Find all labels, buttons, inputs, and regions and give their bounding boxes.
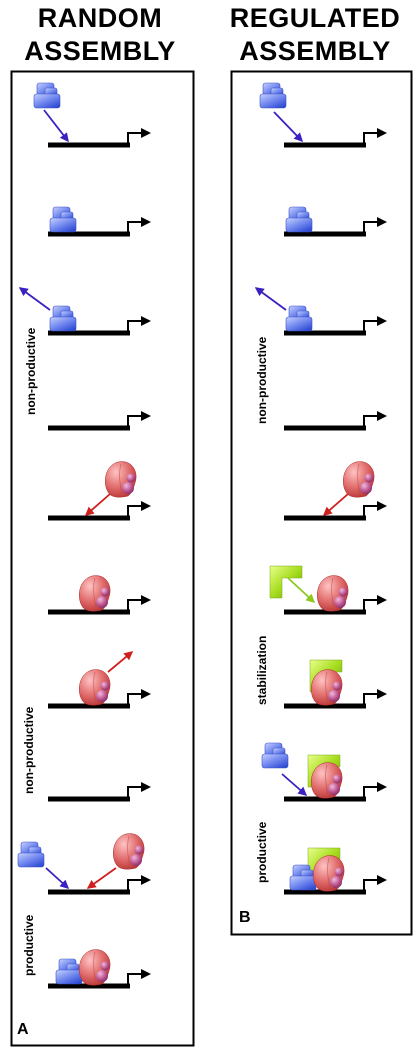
title-random-assembly: RANDOM ASSEMBLY [0, 2, 200, 68]
label-a-non-productive-1: non-productive [24, 327, 38, 415]
blue-complex-a-row10 [55, 958, 83, 985]
green-factor-b-row6 [269, 565, 303, 599]
red-complex-b-row9 [312, 855, 345, 892]
label-b-stabilization: stabilization [255, 636, 269, 705]
red-complex-a-row7 [78, 669, 111, 706]
blue-arrow-a-row1 [43, 109, 69, 143]
blue-complex-b-row1 [259, 82, 287, 109]
blue-complex-a-row1 [33, 82, 61, 109]
blue-complex-a-row9 [17, 841, 45, 868]
panel-b-frame [230, 70, 413, 936]
red-complex-b-row6 [316, 575, 349, 612]
label-b-productive: productive [255, 821, 269, 883]
red-arrow-b-row5 [322, 493, 349, 516]
red-arrow-a-row9 [86, 867, 117, 889]
red-complex-b-row5 [342, 461, 375, 498]
green-arrow-b-row6 [287, 577, 316, 603]
gene-a-row8 [47, 781, 152, 803]
blue-complex-b-row8 [261, 742, 289, 769]
label-b-non-productive: non-productive [255, 336, 269, 424]
red-complex-a-row10 [78, 949, 111, 986]
panel-letter-a: A [17, 1021, 29, 1038]
blue-arrow-b-row1 [273, 111, 304, 143]
gene-a-row4 [47, 410, 152, 432]
blue-complex-a-row2 [49, 206, 77, 233]
red-arrow-a-row5 [84, 493, 111, 516]
blue-complex-b-row2 [285, 206, 313, 233]
gene-a-row1 [47, 127, 152, 149]
panel-a-frame [10, 70, 195, 1047]
blue-arrow-a-row9 [45, 867, 70, 889]
red-complex-a-row9 [112, 833, 145, 870]
label-a-productive: productive [22, 914, 36, 976]
blue-complex-b-row3 [285, 305, 313, 332]
gene-b-row4 [283, 410, 388, 432]
red-arrow-a-row7 [107, 651, 134, 673]
red-complex-b-row8 [310, 762, 343, 799]
panel-letter-b: B [239, 909, 251, 926]
blue-arrow-a-row3 [18, 287, 51, 311]
red-complex-a-row6 [78, 575, 111, 612]
title-regulated-line1: REGULATED [229, 3, 401, 33]
title-random-line2: ASSEMBLY [24, 36, 176, 66]
blue-complex-a-row3 [49, 305, 77, 332]
blue-arrow-b-row3 [254, 287, 287, 311]
title-random-line1: RANDOM [37, 3, 163, 33]
title-regulated-assembly: REGULATED ASSEMBLY [212, 2, 418, 68]
label-a-non-productive-2: non-productive [22, 706, 36, 794]
red-complex-b-row7 [310, 669, 343, 706]
title-regulated-line2: ASSEMBLY [239, 36, 391, 66]
blue-arrow-b-row8 [281, 773, 308, 796]
red-complex-a-row5 [104, 461, 137, 498]
